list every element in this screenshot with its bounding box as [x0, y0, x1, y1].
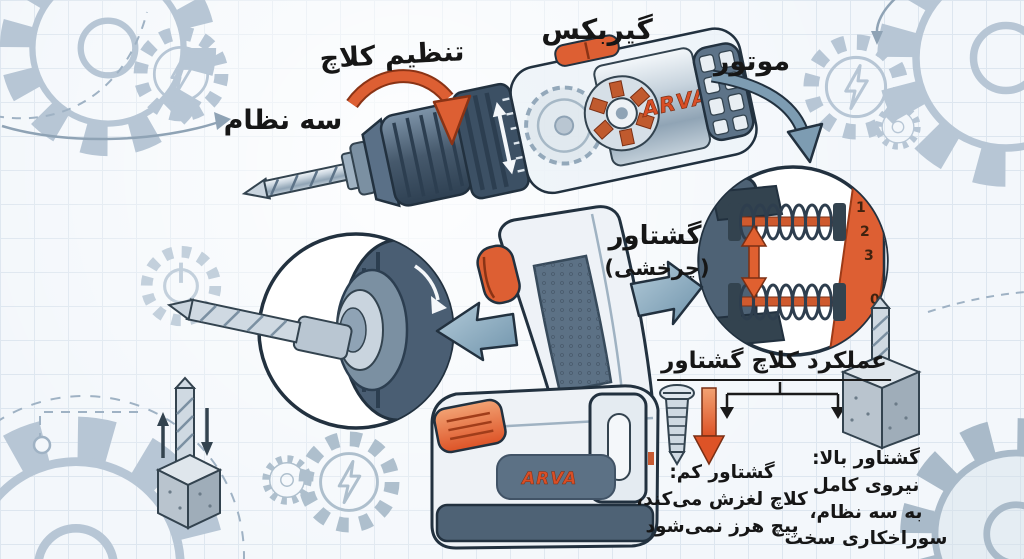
battery-release-button [433, 398, 507, 454]
low-torque-heading: گشتاور کم: [669, 462, 775, 483]
high-torque-line: نیروی کامل [812, 474, 920, 496]
clutch-function-title: عملکرد کلاچ گشتاور [657, 348, 891, 382]
motor-arrow [710, 69, 824, 164]
battery-pack: ARVA [430, 384, 660, 550]
function-tree [720, 382, 845, 419]
mode-indicator-arrow [492, 102, 517, 175]
battery-base-band [435, 503, 655, 543]
clutch-callout: 1 2 3 0 [697, 165, 889, 357]
low-torque-description: گشتاور کم: کلاچ لغزش می‌کند، پیچ هرز نمی… [636, 460, 808, 540]
label-gearbox: گیربکس [541, 13, 653, 46]
drill-in-block-icon-right [840, 295, 922, 450]
clutch-springs [728, 203, 846, 321]
sketch-arrows [1, 0, 896, 141]
clutch-adjust-arrow [346, 69, 472, 146]
high-torque-description: گشتاور بالا: نیروی کامل به سه نظام، سورا… [785, 446, 948, 553]
chuck-callout [166, 232, 455, 430]
battery-brand-panel: ARVA [496, 454, 616, 500]
belt-clip [588, 392, 648, 504]
brand-logo-battery: ARVA [520, 469, 577, 489]
screw-icon [659, 384, 695, 466]
drill-bit [241, 162, 351, 200]
low-torque-arrow [692, 387, 726, 466]
label-torque-type: (چرخشی) [604, 256, 710, 280]
hammer-action-arrows [157, 408, 213, 458]
mode-switch [554, 34, 620, 67]
arrow-to-clutch-callout [629, 260, 704, 326]
low-torque-line: کلاچ لغزش می‌کند، [636, 488, 808, 510]
label-motor: موتور [713, 46, 791, 77]
rear-vents [692, 42, 755, 142]
dial-number: 1 [856, 200, 866, 216]
drill-handle [476, 205, 654, 418]
spring-travel-arrow [740, 224, 768, 300]
lightning-gear-icon [306, 439, 392, 525]
low-torque-line: پیچ هرز نمی‌شود [645, 515, 799, 537]
high-torque-line: سوراخکاری سخت [784, 528, 948, 550]
pointer-arrows [346, 69, 824, 362]
dial-number: 2 [860, 224, 870, 240]
high-torque-heading: گشتاور بالا: [812, 448, 920, 469]
motor-cylinder: ARVA [583, 47, 711, 167]
drill-in-block-icon-left [155, 376, 223, 530]
label-torque: گشتاور [608, 221, 702, 251]
dial-number: 0 [870, 292, 880, 308]
construction-lines [0, 11, 1024, 559]
arrow-to-chuck-callout [435, 301, 519, 362]
gear-icon [896, 0, 1024, 168]
rotation-arrow [414, 264, 447, 314]
trigger [476, 244, 521, 305]
callout-drill-bit [166, 298, 353, 360]
high-torque-line: به سه نظام، [809, 501, 923, 523]
dial-number: 3 [864, 248, 874, 264]
label-chuck: سه نظام [223, 105, 343, 136]
